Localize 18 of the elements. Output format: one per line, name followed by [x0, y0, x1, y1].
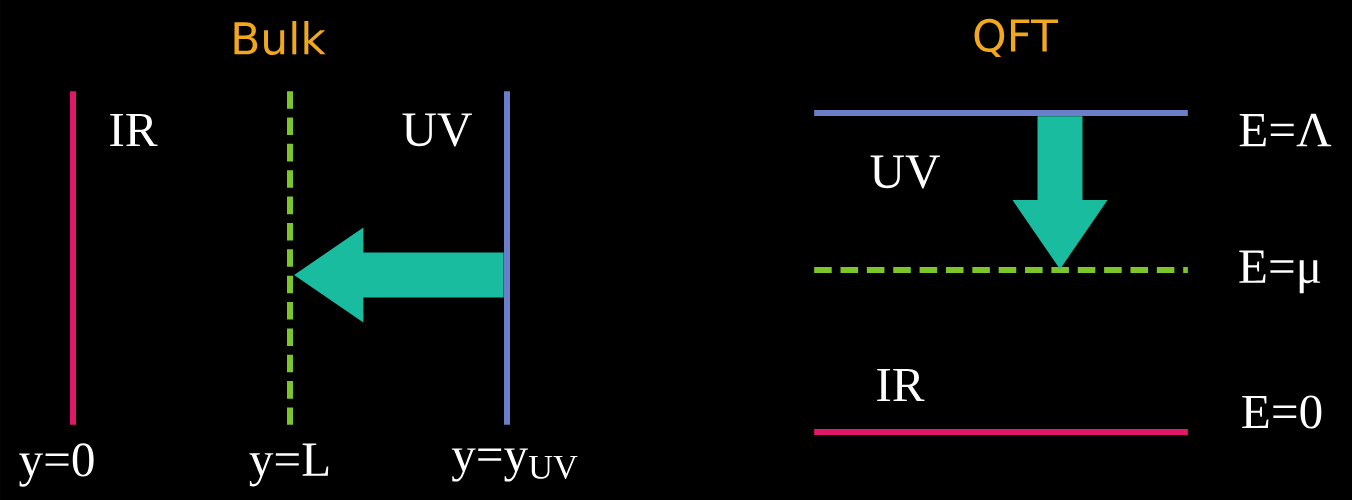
level-line	[287, 91, 293, 425]
level-line	[814, 110, 1188, 116]
level-label: UV	[402, 113, 472, 147]
level-label: E=Λ	[1239, 113, 1332, 147]
level-label: y=0	[19, 443, 94, 487]
level-label: y=y$_{UV}$	[451, 448, 578, 482]
level-label: E=μ	[1239, 250, 1321, 294]
level-line	[814, 267, 1188, 273]
level-label: UV	[870, 155, 940, 189]
heading: QFT	[974, 18, 1059, 58]
level-label: E=0	[1242, 395, 1322, 429]
level-label: IR	[110, 113, 158, 147]
level-line	[70, 91, 76, 425]
level-label: y=L	[249, 443, 329, 487]
heading: Bulk	[234, 21, 326, 55]
level-line	[814, 429, 1188, 435]
level-line	[504, 91, 510, 425]
level-label: IR	[877, 368, 925, 402]
